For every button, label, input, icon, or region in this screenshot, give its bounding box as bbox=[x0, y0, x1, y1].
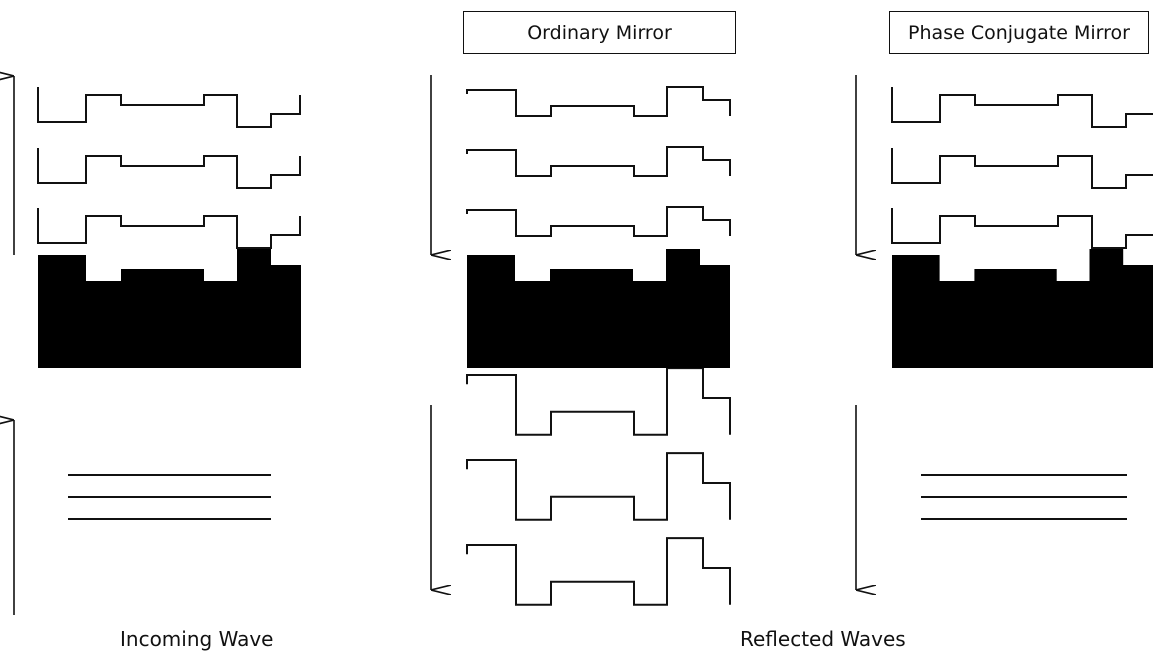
reflected-wavefront-ordinary bbox=[466, 86, 731, 117]
mirror-surface-left bbox=[38, 249, 301, 368]
reflected-wavefront-conjugate bbox=[891, 208, 1153, 249]
incoming-distorted-wavefront bbox=[37, 148, 301, 189]
incoming-wave-label: Incoming Wave bbox=[120, 627, 274, 651]
ordinary-mirror-surface bbox=[467, 249, 730, 368]
reflected-wavefront-ordinary-outgoing bbox=[466, 452, 731, 521]
phase-conjugate-mirror-surface bbox=[892, 249, 1153, 368]
phase-conjugate-mirror-title: Phase Conjugate Mirror bbox=[908, 21, 1130, 44]
incoming-distorted-wavefront bbox=[37, 87, 301, 128]
reflected-wavefront-ordinary-outgoing bbox=[466, 537, 731, 606]
reflected-wavefront-ordinary-outgoing bbox=[466, 367, 731, 436]
reflected-wavefront-conjugate bbox=[891, 148, 1153, 189]
reflected-waves-label: Reflected Waves bbox=[740, 627, 906, 651]
ordinary-mirror-title: Ordinary Mirror bbox=[527, 21, 672, 44]
reflected-wavefront-ordinary bbox=[466, 206, 731, 237]
ordinary-mirror-title-box: Ordinary Mirror bbox=[463, 11, 736, 54]
incoming-distorted-wavefront bbox=[37, 208, 301, 249]
reflected-wavefront-conjugate bbox=[891, 87, 1153, 128]
reflected-wavefront-ordinary bbox=[466, 146, 731, 177]
phase-conjugate-mirror-title-box: Phase Conjugate Mirror bbox=[889, 11, 1149, 54]
